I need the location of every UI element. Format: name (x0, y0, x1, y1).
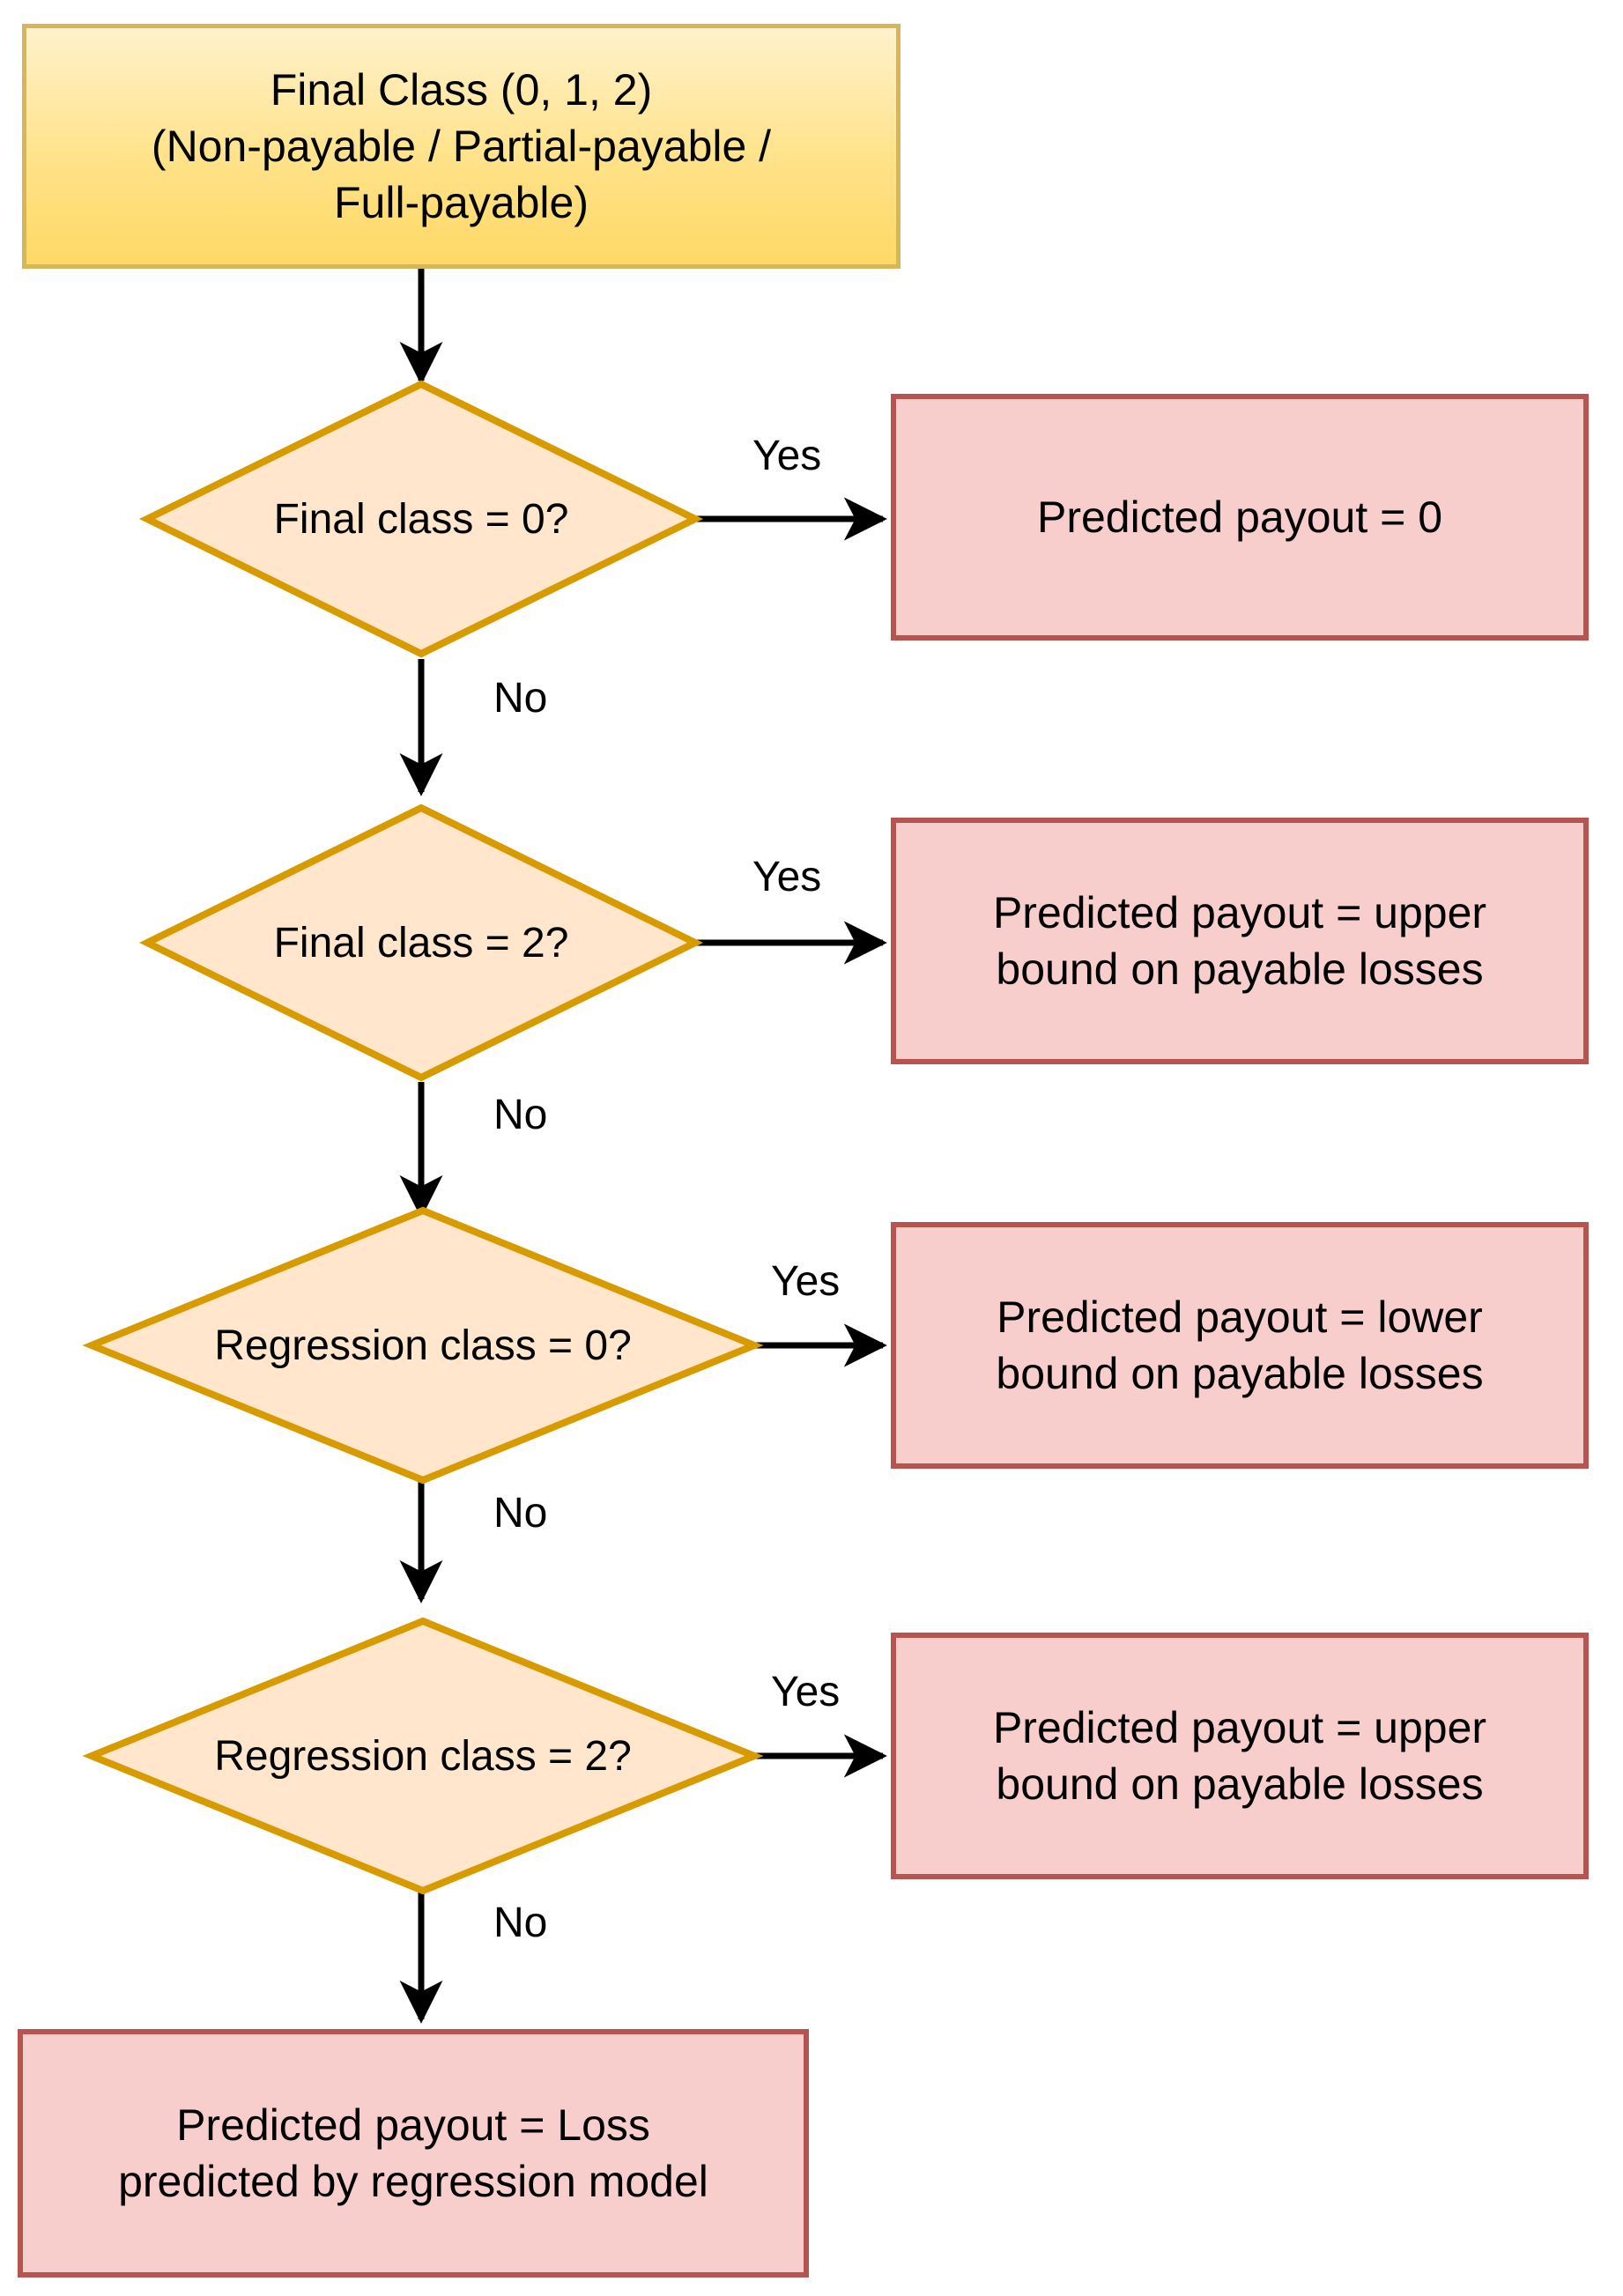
diamond-shape (82, 1617, 764, 1895)
edge-label-yes-1: Yes (752, 433, 822, 479)
edge-label-no-3: No (493, 1490, 548, 1537)
output-node-payout-regression: Predicted payout = Loss predicted by reg… (18, 2029, 809, 2277)
edge-label-yes-4: Yes (771, 1669, 841, 1715)
edge-label-no-1: No (493, 675, 548, 722)
decision-final-class-2[interactable]: Final class = 2? (138, 804, 704, 1082)
diamond-shape (82, 1206, 764, 1485)
decision-regression-class-0[interactable]: Regression class = 0? (82, 1206, 764, 1485)
edge-label-no-4: No (493, 1900, 548, 1946)
output-node-payout-lower: Predicted payout = lower bound on payabl… (891, 1222, 1589, 1469)
edge-label-yes-3: Yes (771, 1258, 841, 1305)
edge-label-no-2: No (493, 1092, 548, 1138)
diamond-shape (138, 804, 704, 1082)
decision-regression-class-2[interactable]: Regression class = 2? (82, 1617, 764, 1895)
output-node-payout-upper-1: Predicted payout = upper bound on payabl… (891, 818, 1589, 1064)
output-node-payout-zero: Predicted payout = 0 (891, 394, 1589, 641)
edge-label-yes-2: Yes (752, 854, 822, 900)
diamond-shape (138, 380, 704, 658)
output-node-payout-upper-2: Predicted payout = upper bound on payabl… (891, 1633, 1589, 1879)
decision-final-class-0[interactable]: Final class = 0? (138, 380, 704, 658)
start-node-final-class: Final Class (0, 1, 2) (Non-payable / Par… (22, 24, 900, 269)
